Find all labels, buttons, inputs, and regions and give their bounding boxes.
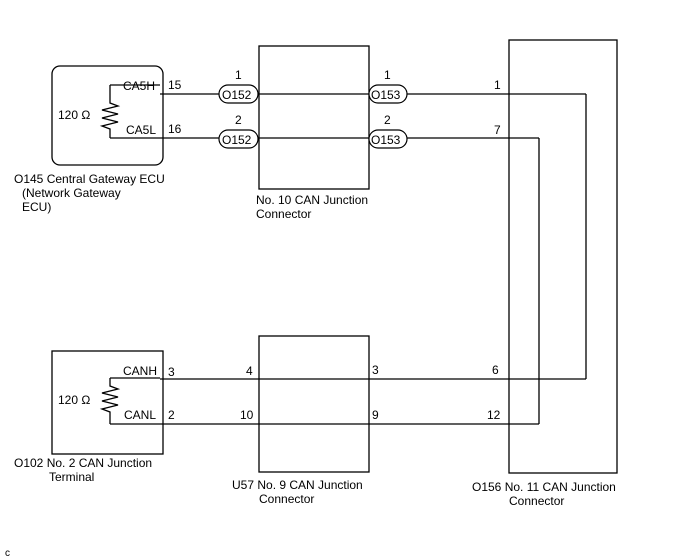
jc9-label-line1: U57 No. 9 CAN Junction xyxy=(232,478,363,492)
jc11-pin-12: 12 xyxy=(487,408,501,422)
ecu-label-line3: ECU) xyxy=(22,200,51,214)
junction-connector-10-box xyxy=(258,45,370,190)
ecu-resistor-symbol xyxy=(99,85,121,138)
jc10-label-line2: Connector xyxy=(256,207,311,221)
ecu-label-line2: (Network Gateway xyxy=(22,186,121,200)
corner-mark: c xyxy=(5,548,10,559)
ecu-pin-ca5l-name: CA5L xyxy=(126,123,156,137)
terminal-pin-2: 2 xyxy=(168,408,175,422)
junction-terminal-2-box xyxy=(51,350,164,455)
plug-o152-low: O152 xyxy=(218,129,259,149)
jc11-label-line1: O156 No. 11 CAN Junction xyxy=(472,480,616,494)
terminal-resistor-symbol xyxy=(99,378,121,424)
jc10-left-pin-1: 1 xyxy=(235,68,242,82)
jc11-label-line2: Connector xyxy=(509,494,564,508)
jc9-right-pin-9: 9 xyxy=(372,408,379,422)
terminal-resistor-value: 120 Ω xyxy=(58,393,90,407)
plug-o153-low-label: O153 xyxy=(371,133,401,147)
plug-o153-high-label: O153 xyxy=(371,88,401,102)
terminal-pin-canh-name: CANH xyxy=(123,364,157,378)
terminal-label-line2: Terminal xyxy=(49,470,94,484)
jc9-left-pin-10: 10 xyxy=(240,408,254,422)
jc10-label-line1: No. 10 CAN Junction xyxy=(256,193,368,207)
jc11-pin-7: 7 xyxy=(494,123,501,137)
junction-connector-9-box xyxy=(258,335,370,473)
ecu-pin-15: 15 xyxy=(168,78,182,92)
ecu-pin-ca5h-name: CA5H xyxy=(123,79,155,93)
plug-o152-low-label: O152 xyxy=(222,133,252,147)
terminal-pin-3: 3 xyxy=(168,365,175,379)
jc9-label-line2: Connector xyxy=(259,492,314,506)
central-gateway-ecu-box xyxy=(51,65,164,166)
plug-o153-high: O153 xyxy=(368,84,408,104)
jc10-right-pin-1: 1 xyxy=(384,68,391,82)
plug-o153-low: O153 xyxy=(368,129,408,149)
junction-connector-11-box xyxy=(508,39,618,474)
terminal-label-line1: O102 No. 2 CAN Junction xyxy=(14,456,152,470)
jc10-right-pin-2: 2 xyxy=(384,113,391,127)
plug-o152-high-label: O152 xyxy=(222,88,252,102)
jc9-left-pin-4: 4 xyxy=(246,364,253,378)
jc9-right-pin-3: 3 xyxy=(372,363,379,377)
ecu-pin-16: 16 xyxy=(168,122,182,136)
ecu-resistor-value: 120 Ω xyxy=(58,108,90,122)
ecu-label-line1: O145 Central Gateway ECU xyxy=(14,172,165,186)
jc11-pin-1: 1 xyxy=(494,78,501,92)
jc10-left-pin-2: 2 xyxy=(235,113,242,127)
jc11-pin-6: 6 xyxy=(492,363,499,377)
plug-o152-high: O152 xyxy=(218,84,259,104)
terminal-pin-canl-name: CANL xyxy=(124,408,156,422)
